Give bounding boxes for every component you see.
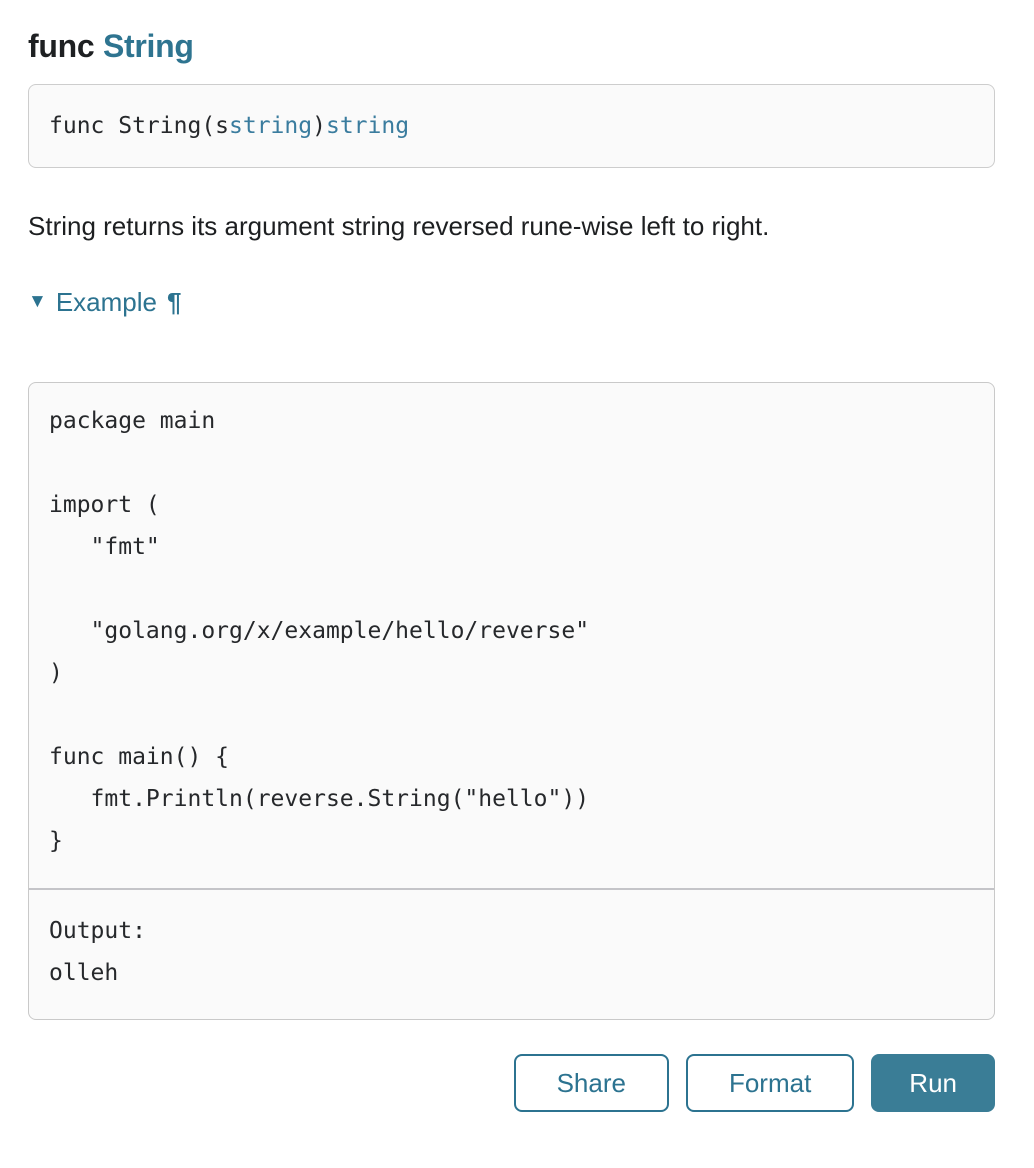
example-toggle-label[interactable]: Example [55,287,157,317]
signature-text: func String(s [49,113,230,139]
chevron-down-icon[interactable]: ▼ [28,291,47,312]
output-value: olleh [49,960,119,986]
function-description: String returns its argument string rever… [28,211,770,241]
playground-actions: Share Format Run [28,1054,995,1140]
run-button[interactable]: Run [871,1054,995,1112]
func-keyword: func [28,28,95,64]
format-button[interactable]: Format [685,1054,855,1112]
playground: package main import ( "fmt" "golang.org/… [28,382,995,1020]
function-signature: func String(s string) string [28,84,995,168]
signature-param-type-link[interactable]: string [229,113,313,139]
example-anchor-link[interactable]: ¶ [166,287,182,317]
example-code[interactable]: package main import ( "fmt" "golang.org/… [49,408,590,854]
signature-text: ) [312,113,326,139]
signature-return-type-link[interactable]: string [325,113,410,139]
code-editor[interactable]: package main import ( "fmt" "golang.org/… [29,383,994,890]
func-name-link[interactable]: String [102,28,194,64]
output-label: Output: [49,918,146,944]
doc-page: func String func String(s string) string… [28,24,995,1140]
page-title: func String [28,24,995,68]
output-section: Output: olleh [29,890,994,1019]
title-space [94,28,103,64]
share-button[interactable]: Share [513,1054,669,1112]
example-toggle[interactable]: ▼ Example ¶ [28,286,181,318]
